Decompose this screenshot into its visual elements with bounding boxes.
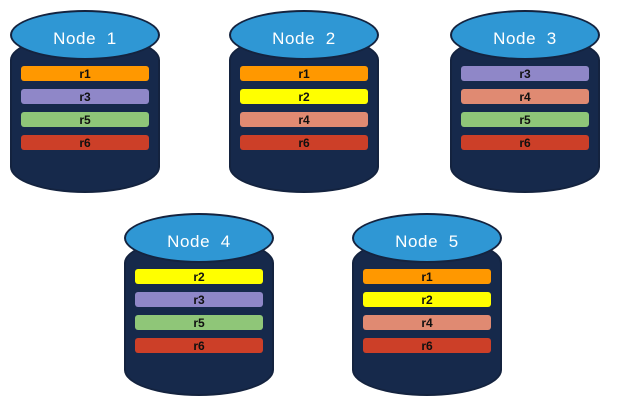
replica-label: r2	[193, 269, 205, 284]
replica-bar-r6[interactable]: r6	[21, 135, 149, 150]
replica-label: r5	[193, 315, 205, 330]
replica-list: r1 r3 r5 r6	[21, 66, 149, 150]
replica-bar-r6[interactable]: r6	[240, 135, 368, 150]
database-node-2[interactable]: Node 2 r1 r2 r4 r6	[229, 10, 379, 193]
replica-label: r4	[421, 315, 433, 330]
replica-bar-r6[interactable]: r6	[461, 135, 589, 150]
replica-label: r6	[519, 135, 531, 150]
replica-label: r1	[421, 269, 433, 284]
node-cylinder-top: Node 4	[124, 213, 274, 263]
database-node-4[interactable]: Node 4 r2 r3 r5 r6	[124, 213, 274, 396]
replica-bar-r4[interactable]: r4	[461, 89, 589, 104]
replica-bar-r6[interactable]: r6	[135, 338, 263, 353]
replica-bar-r3[interactable]: r3	[21, 89, 149, 104]
replica-label: r2	[298, 89, 310, 104]
node-cylinder-top: Node 2	[229, 10, 379, 60]
replica-bar-r2[interactable]: r2	[363, 292, 491, 307]
node-label: Node 5	[395, 231, 459, 251]
replica-list: r3 r4 r5 r6	[461, 66, 589, 150]
replica-bar-r2[interactable]: r2	[240, 89, 368, 104]
replica-label: r6	[421, 338, 433, 353]
replica-list: r1 r2 r4 r6	[240, 66, 368, 150]
node-label: Node 4	[167, 231, 231, 251]
replica-label: r3	[79, 89, 91, 104]
replica-bar-r5[interactable]: r5	[135, 315, 263, 330]
node-label: Node 3	[493, 28, 557, 48]
replica-list: r1 r2 r4 r6	[363, 269, 491, 353]
replica-label: r4	[519, 89, 531, 104]
replica-bar-r4[interactable]: r4	[240, 112, 368, 127]
replica-label: r3	[193, 292, 205, 307]
replica-bar-r1[interactable]: r1	[240, 66, 368, 81]
replica-bar-r3[interactable]: r3	[135, 292, 263, 307]
replica-label: r6	[193, 338, 205, 353]
replica-bar-r4[interactable]: r4	[363, 315, 491, 330]
replica-bar-r1[interactable]: r1	[363, 269, 491, 284]
replica-bar-r2[interactable]: r2	[135, 269, 263, 284]
replica-label: r6	[79, 135, 91, 150]
replica-label: r4	[298, 112, 310, 127]
node-label: Node 2	[272, 28, 336, 48]
replica-label: r3	[519, 66, 531, 81]
node-cylinder-top: Node 3	[450, 10, 600, 60]
node-label: Node 1	[53, 28, 117, 48]
replica-bar-r5[interactable]: r5	[21, 112, 149, 127]
replica-list: r2 r3 r5 r6	[135, 269, 263, 353]
node-cylinder-top: Node 1	[10, 10, 160, 60]
replica-label: r1	[79, 66, 91, 81]
database-node-1[interactable]: Node 1 r1 r3 r5 r6	[10, 10, 160, 193]
replica-label: r1	[298, 66, 310, 81]
replica-bar-r1[interactable]: r1	[21, 66, 149, 81]
database-node-5[interactable]: Node 5 r1 r2 r4 r6	[352, 213, 502, 396]
replica-label: r2	[421, 292, 433, 307]
replica-label: r5	[519, 112, 531, 127]
replica-label: r5	[79, 112, 91, 127]
replica-label: r6	[298, 135, 310, 150]
database-node-3[interactable]: Node 3 r3 r4 r5 r6	[450, 10, 600, 193]
replica-bar-r5[interactable]: r5	[461, 112, 589, 127]
replica-bar-r3[interactable]: r3	[461, 66, 589, 81]
node-cylinder-top: Node 5	[352, 213, 502, 263]
replica-bar-r6[interactable]: r6	[363, 338, 491, 353]
